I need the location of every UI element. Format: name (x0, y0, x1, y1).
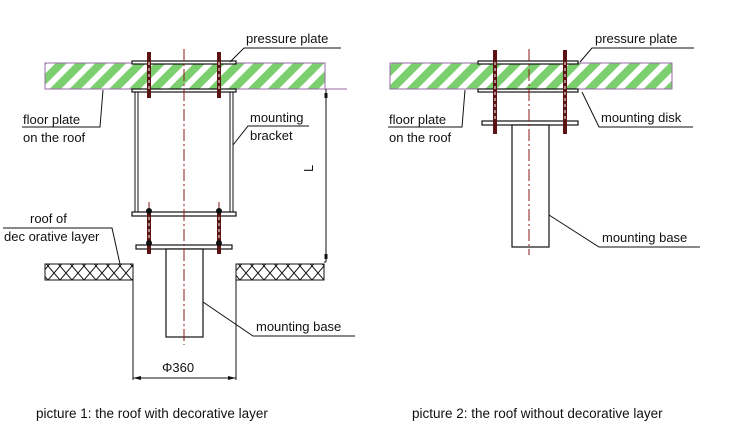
label-mounting-bracket-1: mounting (250, 110, 303, 125)
leader-mounting-base (202, 301, 355, 337)
figure-1: Φ360 L pressure plate floor plate on the… (3, 31, 355, 421)
arrow-left-icon (133, 376, 141, 380)
decorative-layer-left (44, 263, 134, 281)
label-pressure-plate: pressure plate (246, 31, 328, 46)
leader-mounting-bracket (232, 125, 309, 146)
arrow-right-icon (228, 376, 236, 380)
caption-picture-2: picture 2: the roof without decorative l… (412, 406, 663, 421)
caption-picture-1: picture 1: the roof with decorative laye… (36, 406, 268, 421)
mounting-base (511, 124, 550, 248)
label-mounting-bracket-2: bracket (250, 128, 293, 143)
label-mounting-base: mounting base (602, 230, 687, 245)
label-roof-decorative-2: dec orative layer (4, 229, 100, 244)
leader-pressure-plate (229, 47, 341, 63)
floor-slab (44, 62, 326, 90)
label-floor-plate-1: floor plate (389, 112, 446, 127)
leader-floor-plate (22, 89, 104, 128)
floor-slab (389, 62, 673, 90)
nut (216, 240, 222, 246)
L-dimension-label: L (301, 165, 316, 172)
label-mounting-disk: mounting disk (601, 110, 682, 125)
label-roof-decorative-1: roof of (30, 211, 67, 226)
L-dimension-tick-top (324, 93, 328, 98)
nut (216, 208, 222, 214)
figure-2: pressure plate floor plate on the roof m… (388, 31, 700, 421)
decorative-layer-right (235, 263, 325, 281)
nut (146, 208, 152, 214)
pressure-plate (477, 60, 579, 65)
mounting-disk (477, 88, 579, 93)
label-floor-plate-2: on the roof (23, 130, 86, 145)
label-floor-plate-2: on the roof (389, 130, 452, 145)
L-dimension-tick-bottom (324, 254, 328, 259)
leader-pressure-plate (579, 47, 694, 63)
label-floor-plate-1: floor plate (23, 112, 80, 127)
label-mounting-base: mounting base (256, 319, 341, 334)
nut (146, 240, 152, 246)
label-pressure-plate: pressure plate (595, 31, 677, 46)
leader-roof-decorative (3, 227, 121, 265)
leader-floor-plate (388, 89, 466, 128)
leader-mounting-base (548, 214, 700, 248)
leader-mounting-disk (581, 91, 693, 128)
diameter-label: Φ360 (162, 360, 194, 375)
